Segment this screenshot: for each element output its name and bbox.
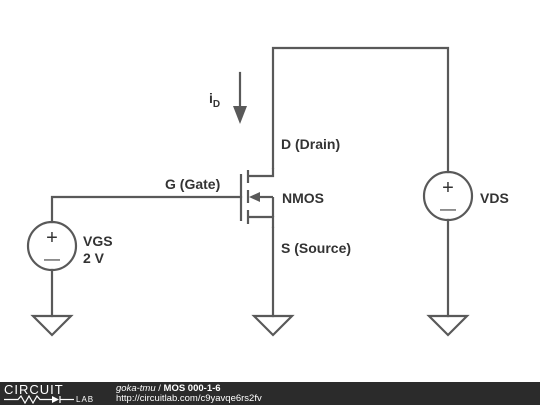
circuit-schematic: iD + — (26, 46, 509, 337)
ground-icon (426, 314, 470, 337)
credit-separator: / (155, 383, 164, 394)
vgs-plus-sign: + (46, 227, 58, 249)
drain-lead (248, 168, 275, 178)
author-link[interactable]: goka-tmu (116, 383, 156, 394)
resistor-diode-icon (4, 395, 74, 404)
vds-plus-sign: + (442, 177, 454, 199)
nmos-transistor (239, 168, 275, 228)
vds-name-label: VDS (480, 190, 509, 206)
vgs-name-label: VGS (83, 233, 113, 249)
gate-wire (50, 195, 243, 224)
gate-label: G (Gate) (165, 176, 220, 192)
drain-label: D (Drain) (281, 136, 340, 152)
circuit-url[interactable]: http://circuitlab.com/c9yavqe6rs2fv (116, 393, 262, 404)
vds-voltage-source: + — (422, 170, 474, 222)
circuitlab-logo[interactable]: CIRCUIT LAB (4, 383, 108, 404)
footer-bar: CIRCUIT LAB goka-tmu / MOS 000-1-6 http:… (0, 382, 540, 405)
footer-credits: goka-tmu / MOS 000-1-6 http://circuitlab… (116, 384, 262, 404)
logo-wordmark-bottom: LAB (4, 395, 108, 404)
logo-wordmark-top: CIRCUIT (4, 382, 64, 397)
ground-icon (30, 314, 74, 337)
vgs-minus-sign: — (44, 251, 60, 268)
body-arrow (249, 192, 260, 202)
logo-lab-text: LAB (76, 395, 95, 404)
source-label: S (Source) (281, 240, 351, 256)
drain-wire (271, 46, 450, 174)
ground-icon (251, 314, 295, 337)
current-label: iD (209, 90, 220, 110)
vds-minus-sign: — (440, 201, 456, 218)
vgs-voltage-source: + — (26, 220, 78, 272)
source-lead (248, 215, 275, 228)
nmos-label: NMOS (282, 190, 324, 206)
vgs-value-label: 2 V (83, 250, 105, 266)
circuit-title: MOS 000-1-6 (163, 383, 221, 394)
drain-current-arrow (233, 71, 247, 124)
